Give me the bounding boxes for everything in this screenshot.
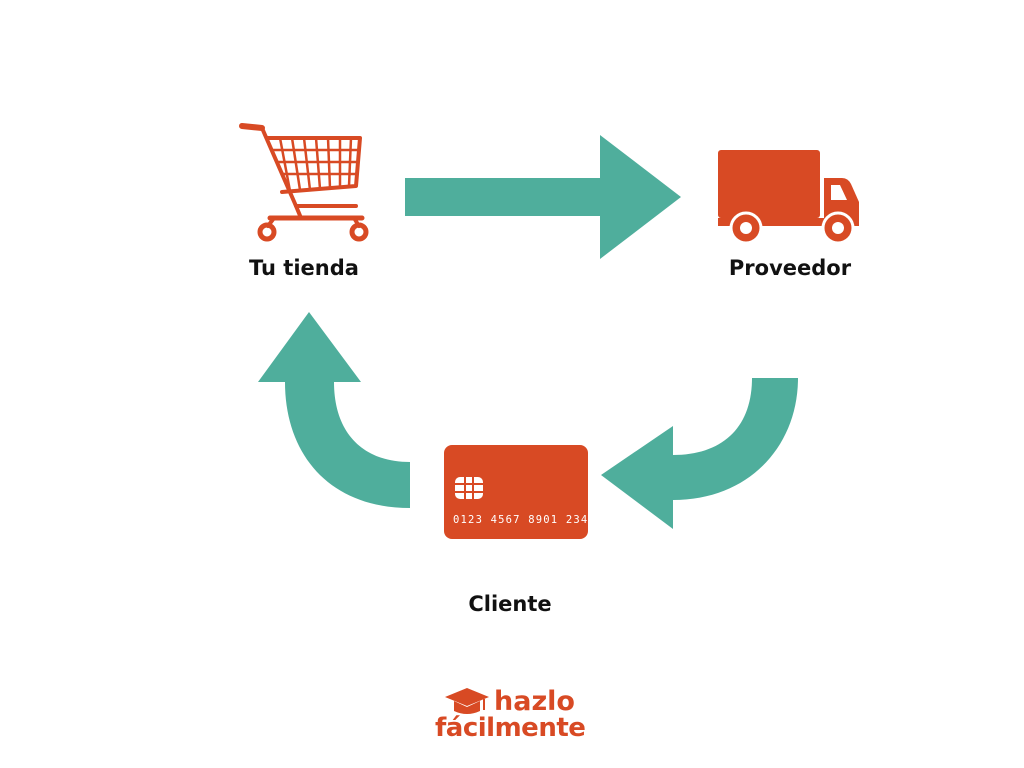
- logo-line-2: fácilmente: [435, 713, 586, 743]
- card-number: 0123 4567 8901 2345: [453, 514, 596, 526]
- card-chip-icon: [455, 477, 483, 499]
- graduation-cap-icon: [445, 688, 489, 714]
- brand-logo: hazlo fácilmente: [434, 684, 594, 746]
- arrow-store-to-supplier: [405, 135, 681, 259]
- node-label-supplier: Proveedor: [728, 256, 852, 280]
- credit-card-icon: 0123 4567 8901 2345: [444, 445, 595, 539]
- delivery-truck-icon: [718, 150, 859, 245]
- node-label-client: Cliente: [468, 592, 552, 616]
- shopping-cart-icon: [239, 123, 369, 242]
- arrow-supplier-to-client: [601, 378, 798, 529]
- node-label-store: Tu tienda: [249, 256, 359, 280]
- arrow-client-to-store: [258, 312, 410, 508]
- logo-line-1: hazlo: [494, 686, 575, 717]
